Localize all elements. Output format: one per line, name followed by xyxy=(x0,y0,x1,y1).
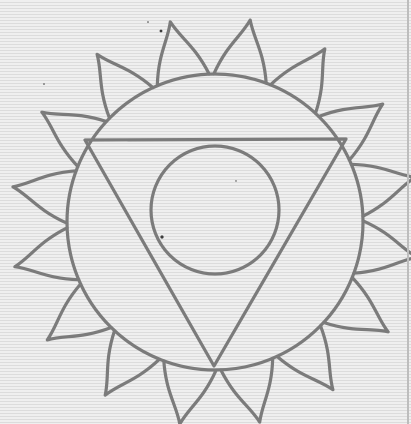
scanned-paper-background xyxy=(0,0,411,424)
sixteen-petal-lotus-triangle-circle-symbol xyxy=(0,0,411,424)
symbol-image-frame xyxy=(0,0,411,424)
